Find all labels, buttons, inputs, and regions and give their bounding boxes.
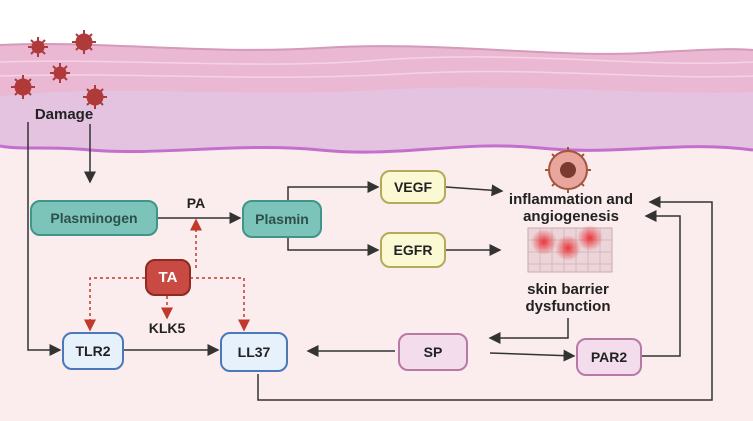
- arrow-plasmin-to-vegf: [287, 181, 380, 200]
- ta-node: TA: [145, 259, 191, 296]
- dashed-arrow-ta-to-tlr2: [84, 277, 145, 332]
- skin-barrier-label-line2: dysfunction: [525, 298, 611, 315]
- ll37-node: LL37: [220, 332, 288, 372]
- tlr2-node: TLR2: [62, 332, 124, 370]
- inflammation-label-line2: angiogenesis: [523, 208, 619, 225]
- skin-barrier-label: skin barrier dysfunction: [512, 281, 624, 315]
- virus-icon: [11, 30, 107, 109]
- par2-node: PAR2: [576, 338, 642, 376]
- damage-label: Damage: [34, 106, 94, 123]
- epidermis-layer: [0, 43, 753, 96]
- inflamed-cell-icon: [545, 147, 591, 193]
- skin-texture-lines: [0, 56, 753, 78]
- dashed-arrow-ta-to-ll37: [190, 277, 250, 332]
- dermis-layer: [0, 81, 753, 153]
- klk5-label: KLK5: [148, 320, 186, 336]
- pa-label: PA: [186, 195, 206, 211]
- arrow-sp-to-par2: [489, 349, 576, 362]
- plasmin-node: Plasmin: [242, 200, 322, 238]
- arrow-vegf-to-inflammation: [445, 184, 504, 197]
- inflammation-label: inflammation and angiogenesis: [498, 191, 644, 225]
- arrow-par2-to-inflammation: [642, 210, 681, 357]
- arrow-plasmin-to-egfr: [287, 236, 380, 256]
- tissue-background: [0, 140, 753, 421]
- plasminogen-node: Plasminogen: [30, 200, 158, 236]
- skin-barrier-label-line1: skin barrier: [527, 281, 609, 298]
- arrow-skin-to-sp: [488, 318, 569, 344]
- skin-surface-line: [0, 42, 753, 55]
- sp-node: SP: [398, 333, 468, 371]
- dermal-boundary-line: [0, 144, 753, 154]
- skin-barrier-tissue-icon: [527, 225, 613, 273]
- inflammation-label-line1: inflammation and: [508, 191, 634, 208]
- arrow-damage-to-tlr2: [27, 122, 62, 356]
- egfr-node: EGFR: [380, 232, 446, 268]
- vegf-node: VEGF: [380, 170, 446, 204]
- arrow-ll37-to-inflammation: [257, 196, 713, 401]
